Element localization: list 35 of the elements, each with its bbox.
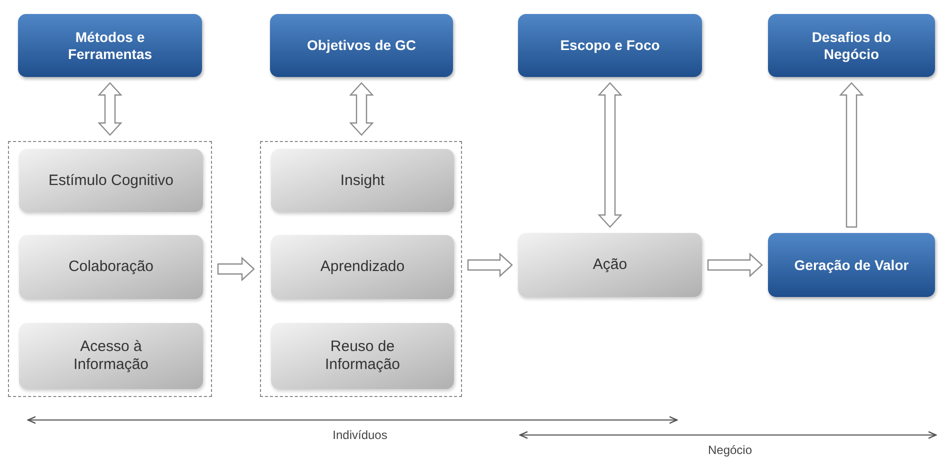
box-text: Ação (592, 256, 628, 274)
box-text: Escopo e Foco (559, 37, 661, 54)
process-box (18, 14, 202, 77)
process-box (19, 149, 203, 212)
block-arrow (839, 82, 864, 228)
box-text: Geração de Valor (793, 256, 910, 274)
dashed-group-frame (260, 141, 462, 397)
block-arrow (467, 252, 513, 278)
box-text: Aprendizado (319, 258, 406, 276)
process-box (19, 323, 203, 389)
process-box (518, 233, 702, 297)
block-arrow (217, 256, 255, 282)
process-box (19, 235, 203, 299)
process-box (271, 235, 454, 299)
process-box (518, 14, 702, 77)
box-text: Insight (339, 172, 386, 190)
box-text: Estímulo Cognitivo (47, 172, 175, 190)
process-box (768, 14, 935, 77)
process-box (768, 233, 935, 297)
block-arrow (598, 82, 622, 228)
process-box (271, 149, 454, 212)
box-text: Reuso de Informação (324, 338, 402, 374)
process-box (270, 14, 453, 77)
block-arrow (707, 252, 763, 278)
box-text: Objetivos de GC (306, 37, 417, 54)
box-text: Desafios do Negócio (810, 28, 892, 62)
box-text: Métodos e Ferramentas (66, 28, 154, 62)
block-arrow (349, 82, 374, 136)
block-arrow (98, 82, 122, 136)
box-text: Acesso à Informação (72, 338, 150, 374)
span-label: Indivíduos (332, 428, 388, 442)
process-box (271, 323, 454, 389)
span-label: Negócio (708, 443, 752, 457)
dashed-group-frame (8, 141, 212, 397)
box-text: Colaboração (67, 258, 155, 276)
